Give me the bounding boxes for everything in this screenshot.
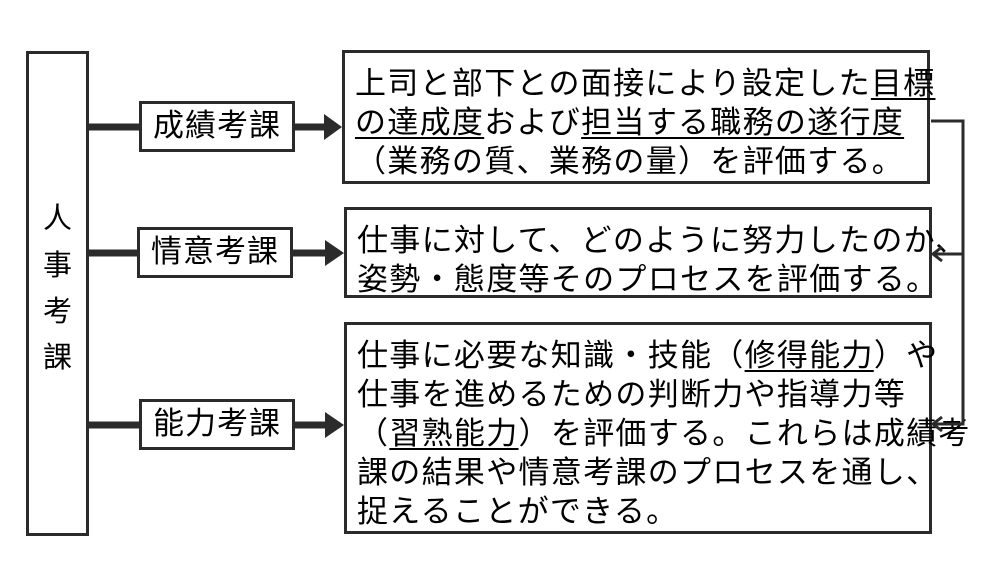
seiseki-arrow	[294, 114, 342, 140]
category-box-seiseki: 成績考課	[139, 101, 295, 152]
description-line: 上司と部下との面接により設定した目標	[355, 65, 934, 104]
underlined-text-segment: 習熟能力	[389, 416, 519, 452]
description-line: 仕事に対して、どのように努力したのか、	[357, 222, 966, 261]
description-line: 捉えることができる。	[357, 493, 929, 532]
arrowhead-icon	[325, 412, 344, 438]
description-line: 仕事を進めるための判断力や指導力等	[357, 376, 929, 415]
text-segment: 姿勢・態度等そのプロセスを評価する。	[357, 262, 939, 298]
description-line: （習熟能力）を評価する。これらは成績考	[357, 415, 969, 454]
root-label-char: 人	[42, 201, 72, 235]
noryoku-arrow	[294, 412, 344, 438]
description-box-seiseki: 上司と部下との面接により設定した目標 の達成度および担当する職務の遂行度 （業務…	[342, 50, 934, 184]
category-box-noryoku: 能力考課	[139, 399, 295, 450]
text-segment: 仕事に対して、どのように努力したのか、	[357, 223, 968, 259]
arrowhead-icon	[325, 240, 344, 266]
text-segment: 仕事に必要な知識・技能（	[357, 338, 745, 374]
text-segment: 捉えることができる。	[357, 494, 679, 530]
category-label: 成績考課	[153, 108, 281, 144]
underlined-text-segment: 修得能力	[744, 338, 874, 374]
arrowhead-icon	[324, 114, 342, 140]
root-label-char: 考	[42, 294, 72, 328]
text-segment: ）を評価する。これらは成績考	[518, 416, 971, 452]
text-segment: （業務の質、業務の量）を評価する。	[355, 144, 905, 180]
description-line: 課の結果や情意考課のプロセスを通し、	[357, 454, 937, 493]
text-segment: ）や	[873, 338, 939, 374]
root-label-char: 事	[42, 248, 72, 282]
joi-arrow	[292, 240, 344, 266]
description-line: の達成度および担当する職務の遂行度	[355, 104, 927, 143]
text-segment: 上司と部下との面接により設定した	[355, 66, 871, 102]
underlined-text-segment: 目標	[870, 66, 936, 102]
underlined-text-segment: の達成度	[355, 105, 485, 141]
root-box-jinji-kouka: 人 事 考 課	[26, 51, 89, 536]
description-line: 姿勢・態度等そのプロセスを評価する。	[357, 261, 937, 300]
category-box-joi: 情意考課	[137, 227, 293, 278]
category-label: 情意考課	[151, 234, 279, 270]
text-segment: および	[484, 105, 582, 141]
underlined-text-segment: 担当する職務の遂行度	[581, 105, 905, 141]
root-label-char: 課	[42, 340, 72, 374]
description-box-noryoku: 仕事に必要な知識・技能（修得能力）や 仕事を進めるための判断力や指導力等 （習熟…	[344, 322, 969, 534]
description-box-joi: 仕事に対して、どのように努力したのか、 姿勢・態度等そのプロセスを評価する。	[344, 207, 966, 300]
description-line: 仕事に必要な知識・技能（修得能力）や	[357, 337, 937, 376]
text-segment: （	[357, 416, 390, 452]
category-label: 能力考課	[153, 406, 281, 442]
text-segment: 仕事を進めるための判断力や指導力等	[357, 377, 907, 413]
description-line: （業務の質、業務の量）を評価する。	[355, 143, 927, 182]
text-segment: 課の結果や情意考課のプロセスを通し、	[357, 455, 939, 491]
